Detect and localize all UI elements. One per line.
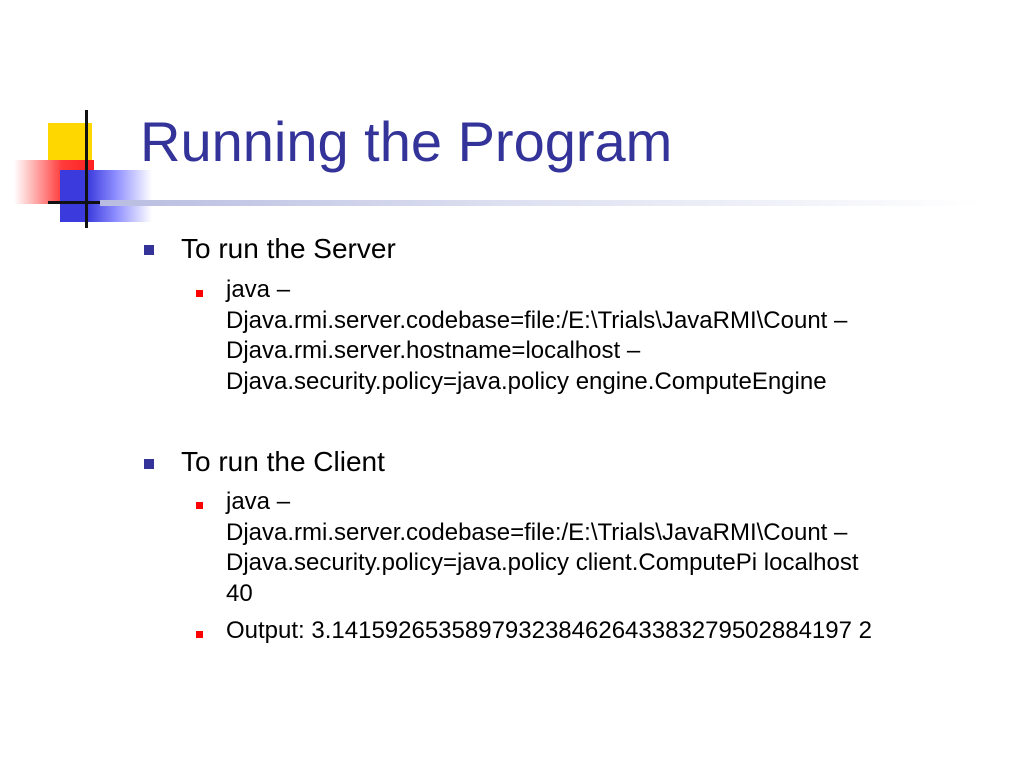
title-underline-rule bbox=[100, 200, 980, 206]
decorative-vertical-line bbox=[85, 110, 88, 228]
client-command: java – Djava.rmi.server.codebase=file:/E… bbox=[226, 487, 996, 609]
client-command-line-3: Djava.security.policy=java.policy client… bbox=[226, 549, 859, 576]
server-command-line-2: Djava.rmi.server.codebase=file:/E:\Trial… bbox=[226, 306, 848, 334]
slide-title: Running the Program bbox=[140, 110, 673, 173]
client-output-line: Output: 3.141592653589793238462643383279… bbox=[226, 617, 872, 644]
client-command-line-2: Djava.rmi.server.codebase=file:/E:\Trial… bbox=[226, 518, 848, 546]
level2-bullet-icon bbox=[196, 631, 203, 638]
section-heading-client: To run the Client bbox=[181, 446, 385, 477]
decorative-horizontal-line bbox=[48, 201, 100, 204]
section-heading-server: To run the Server bbox=[181, 233, 396, 264]
level2-bullet-icon bbox=[196, 502, 203, 509]
level2-bullet-icon bbox=[196, 290, 203, 297]
server-command-line-1: java – bbox=[226, 276, 291, 303]
client-output: Output: 3.141592653589793238462643383279… bbox=[226, 616, 996, 647]
server-command-line-4: Djava.security.policy=java.policy engine… bbox=[226, 367, 827, 395]
client-command-line-4: 40 bbox=[226, 579, 253, 607]
decorative-blue-gradient-bar bbox=[60, 170, 152, 222]
client-command-line-1: java – bbox=[226, 488, 291, 515]
level1-bullet-icon bbox=[144, 459, 154, 469]
server-command-line-3: Djava.rmi.server.hostname=localhost – bbox=[226, 337, 641, 364]
level1-bullet-icon bbox=[144, 245, 154, 255]
server-command: java – Djava.rmi.server.codebase=file:/E… bbox=[226, 275, 996, 397]
